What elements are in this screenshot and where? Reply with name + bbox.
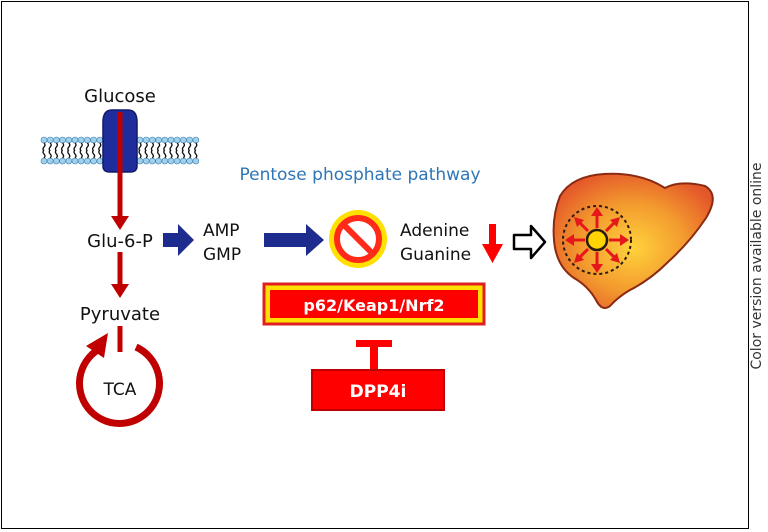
liver-icon bbox=[552, 172, 714, 309]
pyruvate-label: Pyruvate bbox=[80, 304, 160, 325]
ppp-label: Pentose phosphate pathway bbox=[239, 165, 480, 185]
arrow-amp-to-block bbox=[264, 224, 324, 256]
glucose-label: Glucose bbox=[84, 86, 156, 107]
guanine-label: Guanine bbox=[400, 245, 471, 265]
tca-label: TCA bbox=[103, 380, 137, 400]
figure-frame bbox=[1, 1, 749, 529]
color-version-note-text: Color version available online bbox=[749, 162, 765, 370]
p62-keap1-nrf2-label: p62/Keap1/Nrf2 bbox=[303, 296, 444, 315]
arrow-glu6p-to-amp bbox=[163, 224, 194, 256]
adenine-label: Adenine bbox=[400, 221, 469, 241]
glu6p-label: Glu-6-P bbox=[87, 231, 153, 252]
dpp4i-box bbox=[311, 369, 445, 411]
cell-membrane bbox=[40, 136, 200, 165]
tca-cycle-icon bbox=[76, 333, 163, 427]
inhibition-icon bbox=[329, 210, 387, 268]
decrease-arrow-icon bbox=[482, 224, 503, 263]
inhibition-bar bbox=[356, 340, 392, 370]
dpp4i-label: DPP4i bbox=[350, 382, 407, 402]
gmp-label: GMP bbox=[203, 245, 241, 265]
glycolysis-arrows bbox=[111, 112, 129, 352]
amp-label: AMP bbox=[203, 221, 240, 241]
arrow-to-liver bbox=[512, 224, 547, 260]
